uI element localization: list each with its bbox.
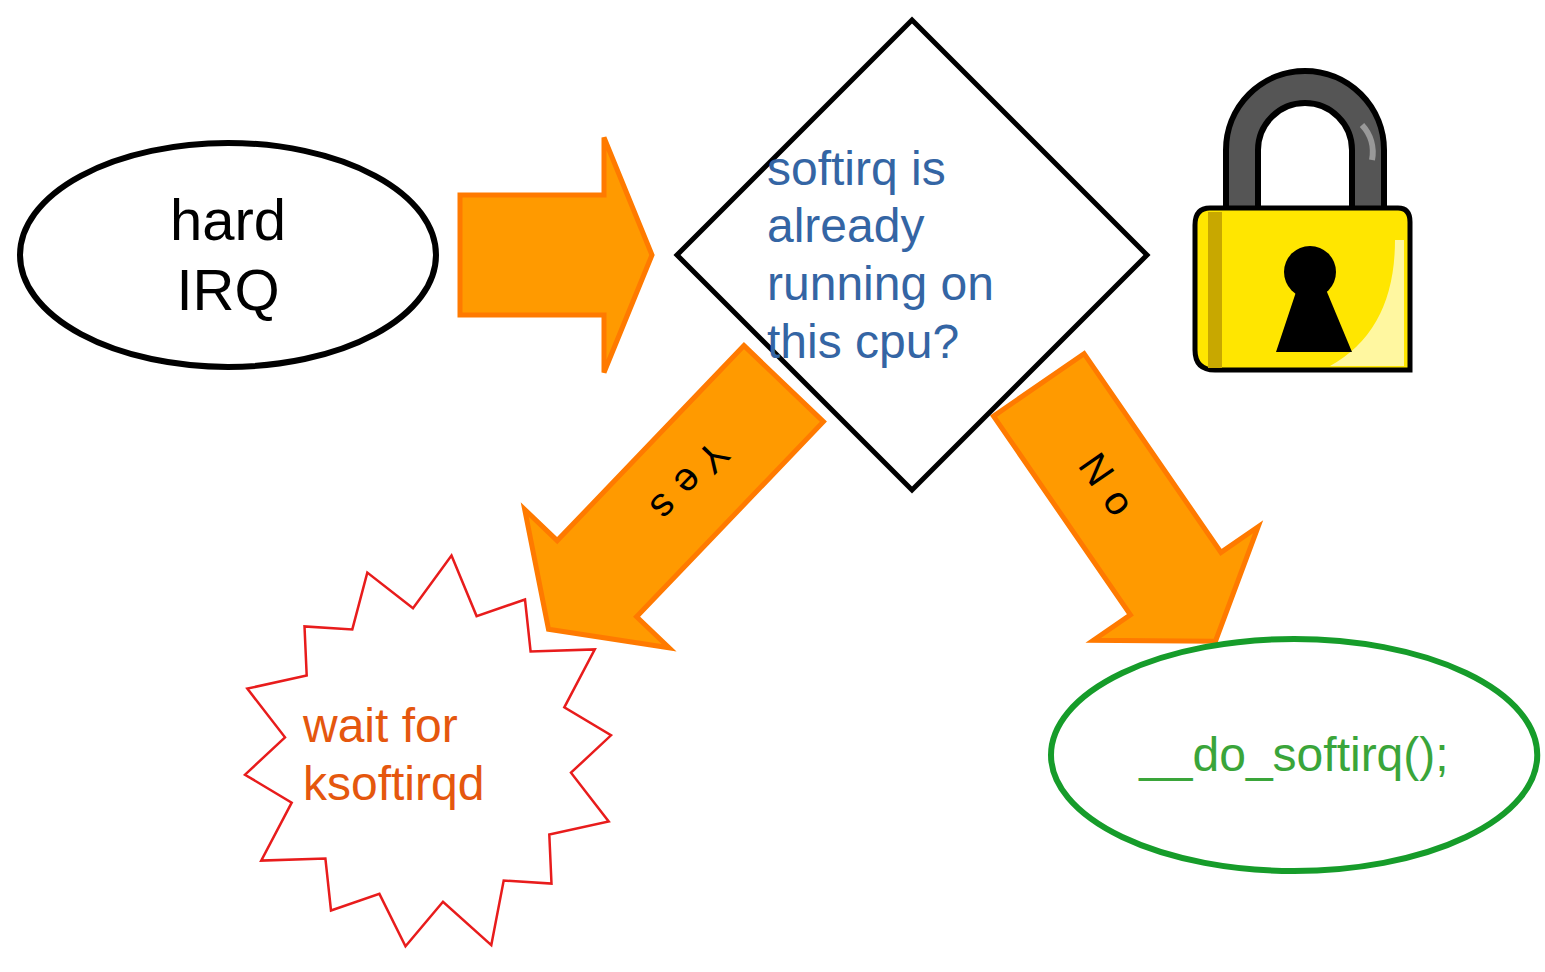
block-arrow [460,138,652,373]
lock-side [1208,212,1222,368]
lock-shackle [1242,87,1368,222]
ellipse-outline [20,143,436,367]
block-arrow [994,354,1259,642]
wait-starburst-outline [228,550,628,960]
keyhole-slot [1276,280,1352,352]
decision-diamond-outline [672,15,1152,495]
starburst-outline [245,556,611,947]
lock-shine [1362,125,1373,160]
node-text: __do_softirq(); [1139,726,1449,784]
node-text: hard IRQ [170,185,286,324]
lock-body [1195,208,1410,370]
ellipse-outline [1051,639,1537,871]
lock-shackle-outline [1242,87,1368,222]
decision-diamond: softirq is already running on this cpu? [672,15,1152,495]
start-ellipse-outline [16,139,440,371]
start-ellipse: hard IRQ [16,139,440,371]
node-text: softirq is already running on this cpu? [767,140,1057,370]
node-text: wait for ksoftirqd [303,697,553,812]
diamond-outline [677,20,1147,490]
action-ellipse: __do_softirq(); [1047,635,1541,875]
wait-starburst: wait for ksoftirqd [228,550,628,960]
block-arrow [525,346,824,648]
